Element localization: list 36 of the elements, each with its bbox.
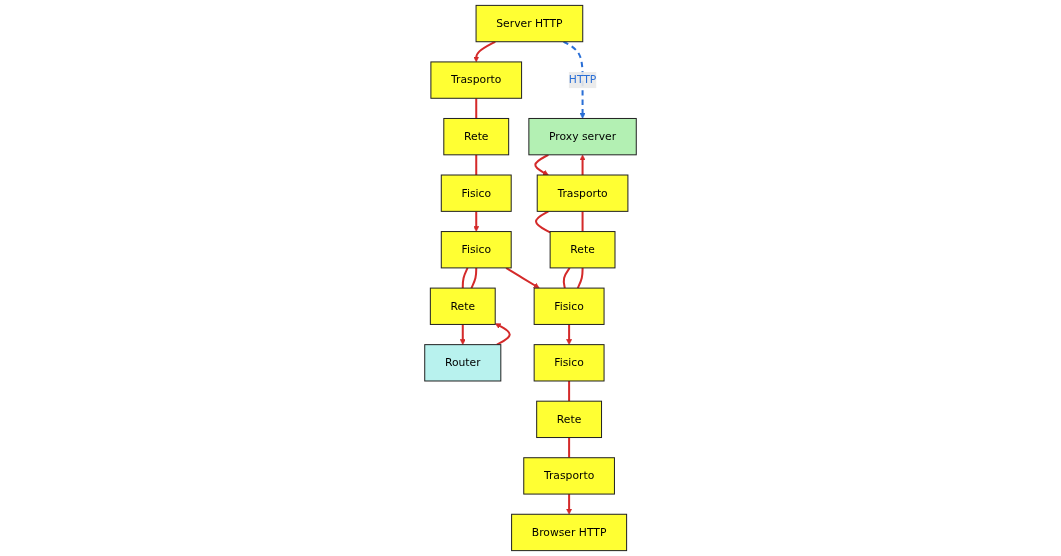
arrow [505,267,540,289]
connector [581,211,584,232]
node-box: Rete [443,117,510,156]
node-box: Rete [549,231,616,269]
edge-label: HTTP [568,73,597,87]
connector [568,381,571,402]
node-box: Fisico [440,174,512,212]
connector [535,210,551,234]
node-box: Router [424,344,502,382]
connector [576,267,584,289]
node-box: Fisico [533,287,605,325]
node-box: Trasporto [523,457,615,495]
arrow [459,324,466,345]
arrow [473,40,496,63]
node-box: Trasporto [430,61,523,99]
node-box: Server HTTP [475,4,584,43]
connector [475,98,478,119]
connector [568,437,571,458]
arrow [534,153,549,176]
node-box: Fisico [533,344,605,382]
arrow [566,324,573,345]
node-box: Proxy server [528,117,637,156]
connector [470,267,478,289]
arrow [494,323,511,346]
arrow [579,154,586,175]
node-box: Fisico [440,231,512,269]
connector [475,154,478,175]
connector [461,267,469,289]
arrow [473,211,480,232]
arrow [563,40,586,119]
connector [562,267,571,289]
node-box: Trasporto [536,174,629,212]
node-box: Rete [536,400,603,439]
node-box: Rete [429,287,496,325]
node-box: Browser HTTP [511,513,628,552]
arrow [566,494,573,515]
